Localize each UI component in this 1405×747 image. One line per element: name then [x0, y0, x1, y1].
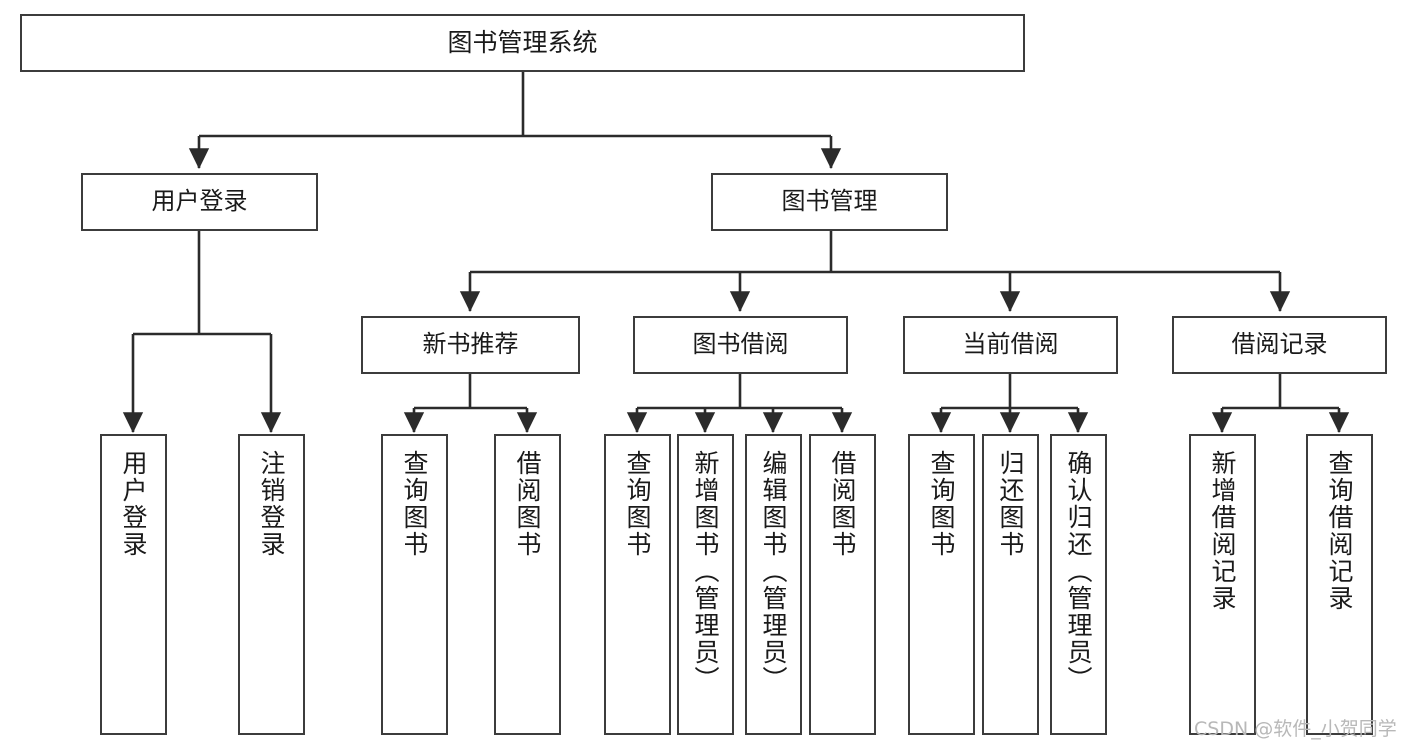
leaf-borrow-borrow-book[interactable]: 借阅图书: [809, 434, 876, 735]
node-label: 借阅图书: [513, 450, 542, 558]
node-borrow-record[interactable]: 借阅记录: [1172, 316, 1387, 374]
node-user-login[interactable]: 用户登录: [81, 173, 318, 231]
leaf-current-confirm-return-admin[interactable]: 确认归还（管理员）: [1050, 434, 1107, 735]
leaf-borrow-add-book-admin[interactable]: 新增图书（管理员）: [677, 434, 734, 735]
node-book-borrow[interactable]: 图书借阅: [633, 316, 848, 374]
node-label: 借阅记录: [1231, 330, 1328, 359]
node-new-book-recommend[interactable]: 新书推荐: [361, 316, 580, 374]
leaf-borrow-edit-book-admin[interactable]: 编辑图书（管理员）: [745, 434, 802, 735]
node-root-system[interactable]: 图书管理系统: [20, 14, 1025, 72]
node-label: 新增图书（管理员）: [691, 450, 720, 693]
leaf-current-return-book[interactable]: 归还图书: [982, 434, 1039, 735]
node-label: 归还图书: [996, 450, 1025, 558]
leaf-recommend-borrow-book[interactable]: 借阅图书: [494, 434, 561, 735]
node-label: 新增借阅记录: [1208, 450, 1237, 612]
node-label: 借阅图书: [828, 450, 857, 558]
node-label: 查询借阅记录: [1325, 450, 1354, 612]
csdn-watermark: CSDN @软件_小贺同学: [1194, 718, 1397, 740]
node-label: 查询图书: [927, 450, 956, 558]
node-label: 注销登录: [257, 450, 286, 558]
leaf-record-query-record[interactable]: 查询借阅记录: [1306, 434, 1373, 735]
node-label: 图书管理: [781, 187, 878, 216]
leaf-current-query-book[interactable]: 查询图书: [908, 434, 975, 735]
leaf-recommend-query-book[interactable]: 查询图书: [381, 434, 448, 735]
leaf-user-login-login[interactable]: 用户登录: [100, 434, 167, 735]
node-label: 查询图书: [400, 450, 429, 558]
node-label: 查询图书: [623, 450, 652, 558]
node-book-management[interactable]: 图书管理: [711, 173, 948, 231]
node-current-borrow[interactable]: 当前借阅: [903, 316, 1118, 374]
leaf-user-login-logout[interactable]: 注销登录: [238, 434, 305, 735]
node-label: 图书借阅: [692, 330, 789, 359]
node-label: 新书推荐: [422, 330, 519, 359]
leaf-borrow-query-book[interactable]: 查询图书: [604, 434, 671, 735]
node-label: 用户登录: [119, 450, 148, 558]
node-label: 确认归还（管理员）: [1064, 450, 1093, 693]
node-label: 用户登录: [151, 187, 248, 216]
node-label: 图书管理系统: [447, 27, 598, 57]
leaf-record-add-record[interactable]: 新增借阅记录: [1189, 434, 1256, 735]
node-label: 编辑图书（管理员）: [759, 450, 788, 693]
node-label: 当前借阅: [962, 330, 1059, 359]
